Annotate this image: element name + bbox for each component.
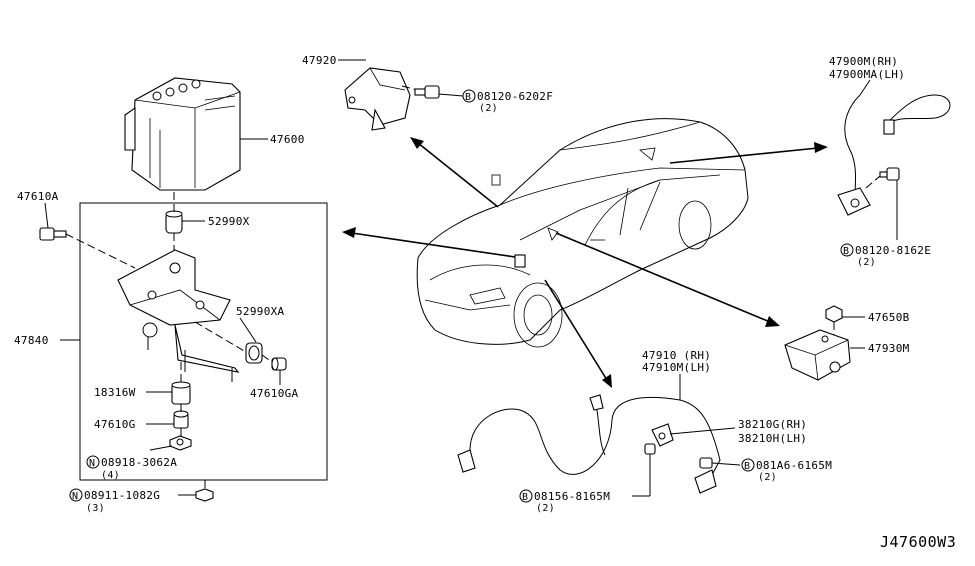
rear-sensor-part[interactable] bbox=[837, 94, 951, 216]
label-47900ma-lh: 47900MA(LH) bbox=[829, 68, 905, 81]
bolt-081a6-part[interactable] bbox=[699, 457, 713, 469]
grommet-52990xa-part[interactable] bbox=[245, 342, 263, 364]
bracket-assembly-frame bbox=[79, 202, 328, 481]
label-47910m-lh: 47910M(LH) bbox=[642, 361, 711, 374]
rear-sensor-group: 47900M(RH) 47900MA(LH) B 08120-8162E (2) bbox=[829, 55, 951, 268]
label-08918: 08918-3062A bbox=[101, 456, 177, 469]
yaw-sensor-group: 47650B 47930M bbox=[784, 305, 910, 381]
sensor-47930m-part[interactable] bbox=[784, 329, 851, 381]
label-08120-8162e: 08120-8162E bbox=[855, 244, 931, 257]
collar-47610ga-part[interactable] bbox=[271, 357, 287, 371]
bush-18316w-part[interactable] bbox=[171, 381, 191, 405]
callout-arrows bbox=[342, 137, 828, 388]
vehicle-outline bbox=[416, 118, 749, 348]
label-08156-8165m: 08156-8165M bbox=[534, 490, 610, 503]
label-47650b: 47650B bbox=[868, 311, 910, 324]
label-47920: 47920 bbox=[302, 54, 337, 67]
prefix-b-4: B bbox=[522, 492, 528, 503]
label-47840: 47840 bbox=[14, 334, 49, 347]
prefix-b-3: B bbox=[744, 461, 750, 472]
diagram-id: J47600W3 bbox=[880, 533, 956, 551]
label-47610g: 47610G bbox=[94, 418, 136, 431]
bracket-38210-part[interactable] bbox=[651, 423, 674, 447]
qty-08120-6202f: (2) bbox=[479, 103, 498, 114]
label-47900m-rh: 47900M(RH) bbox=[829, 55, 898, 68]
label-47610ga: 47610GA bbox=[250, 387, 299, 400]
collar-47610g-part[interactable] bbox=[173, 410, 189, 429]
sensor-47920-part[interactable] bbox=[344, 67, 411, 131]
prefix-b-2: B bbox=[843, 246, 849, 257]
sensor-47920-group: 47920 B 08120-6202F (2) bbox=[302, 54, 553, 131]
qty-08911: (3) bbox=[86, 503, 105, 514]
front-sensor-cable-part[interactable] bbox=[457, 394, 721, 494]
label-52990x: 52990X bbox=[208, 215, 250, 228]
qty-08156: (2) bbox=[536, 503, 555, 514]
bolt-08120-8162e-part[interactable] bbox=[879, 167, 900, 181]
label-38210h-lh: 38210H(LH) bbox=[738, 432, 807, 445]
label-47930m: 47930M bbox=[868, 342, 910, 355]
label-081a6-6165m: 081A6-6165M bbox=[756, 459, 832, 472]
label-18316w: 18316W bbox=[94, 386, 136, 399]
front-sensor-group: 47910 (RH) 47910M(LH) 38210G(RH) 38210H(… bbox=[457, 349, 832, 514]
label-08911: 08911-1082G bbox=[84, 489, 160, 502]
label-47910-rh: 47910 (RH) bbox=[642, 349, 711, 362]
prefix-b-1: B bbox=[465, 92, 471, 103]
label-47600: 47600 bbox=[270, 133, 305, 146]
bolt-47610a-part[interactable] bbox=[39, 227, 67, 241]
qty-08918: (4) bbox=[101, 470, 120, 481]
bolt-08120-6202f-part[interactable] bbox=[414, 85, 440, 99]
prefix-n-1: N bbox=[89, 458, 95, 469]
label-38210g-rh: 38210G(RH) bbox=[738, 418, 807, 431]
abs-actuator-part[interactable] bbox=[124, 77, 241, 191]
nut-08918-part[interactable] bbox=[169, 435, 192, 451]
label-52990xa: 52990XA bbox=[236, 305, 285, 318]
prefix-n-2: N bbox=[72, 491, 78, 502]
label-08120-6202f: 08120-6202F bbox=[477, 90, 553, 103]
nut-47650b-part[interactable] bbox=[825, 305, 843, 323]
nut-08911-part[interactable] bbox=[195, 488, 214, 502]
grommet-52990x-part[interactable] bbox=[165, 210, 183, 234]
qty-081a6: (2) bbox=[758, 472, 777, 483]
label-47610a: 47610A bbox=[17, 190, 59, 203]
bolt-08156-part[interactable] bbox=[644, 443, 656, 455]
qty-08120-8162e: (2) bbox=[857, 257, 876, 268]
abs-actuator-group: 47600 47840 47610A 52990X bbox=[14, 77, 328, 514]
bracket-47840-part[interactable] bbox=[117, 249, 240, 382]
